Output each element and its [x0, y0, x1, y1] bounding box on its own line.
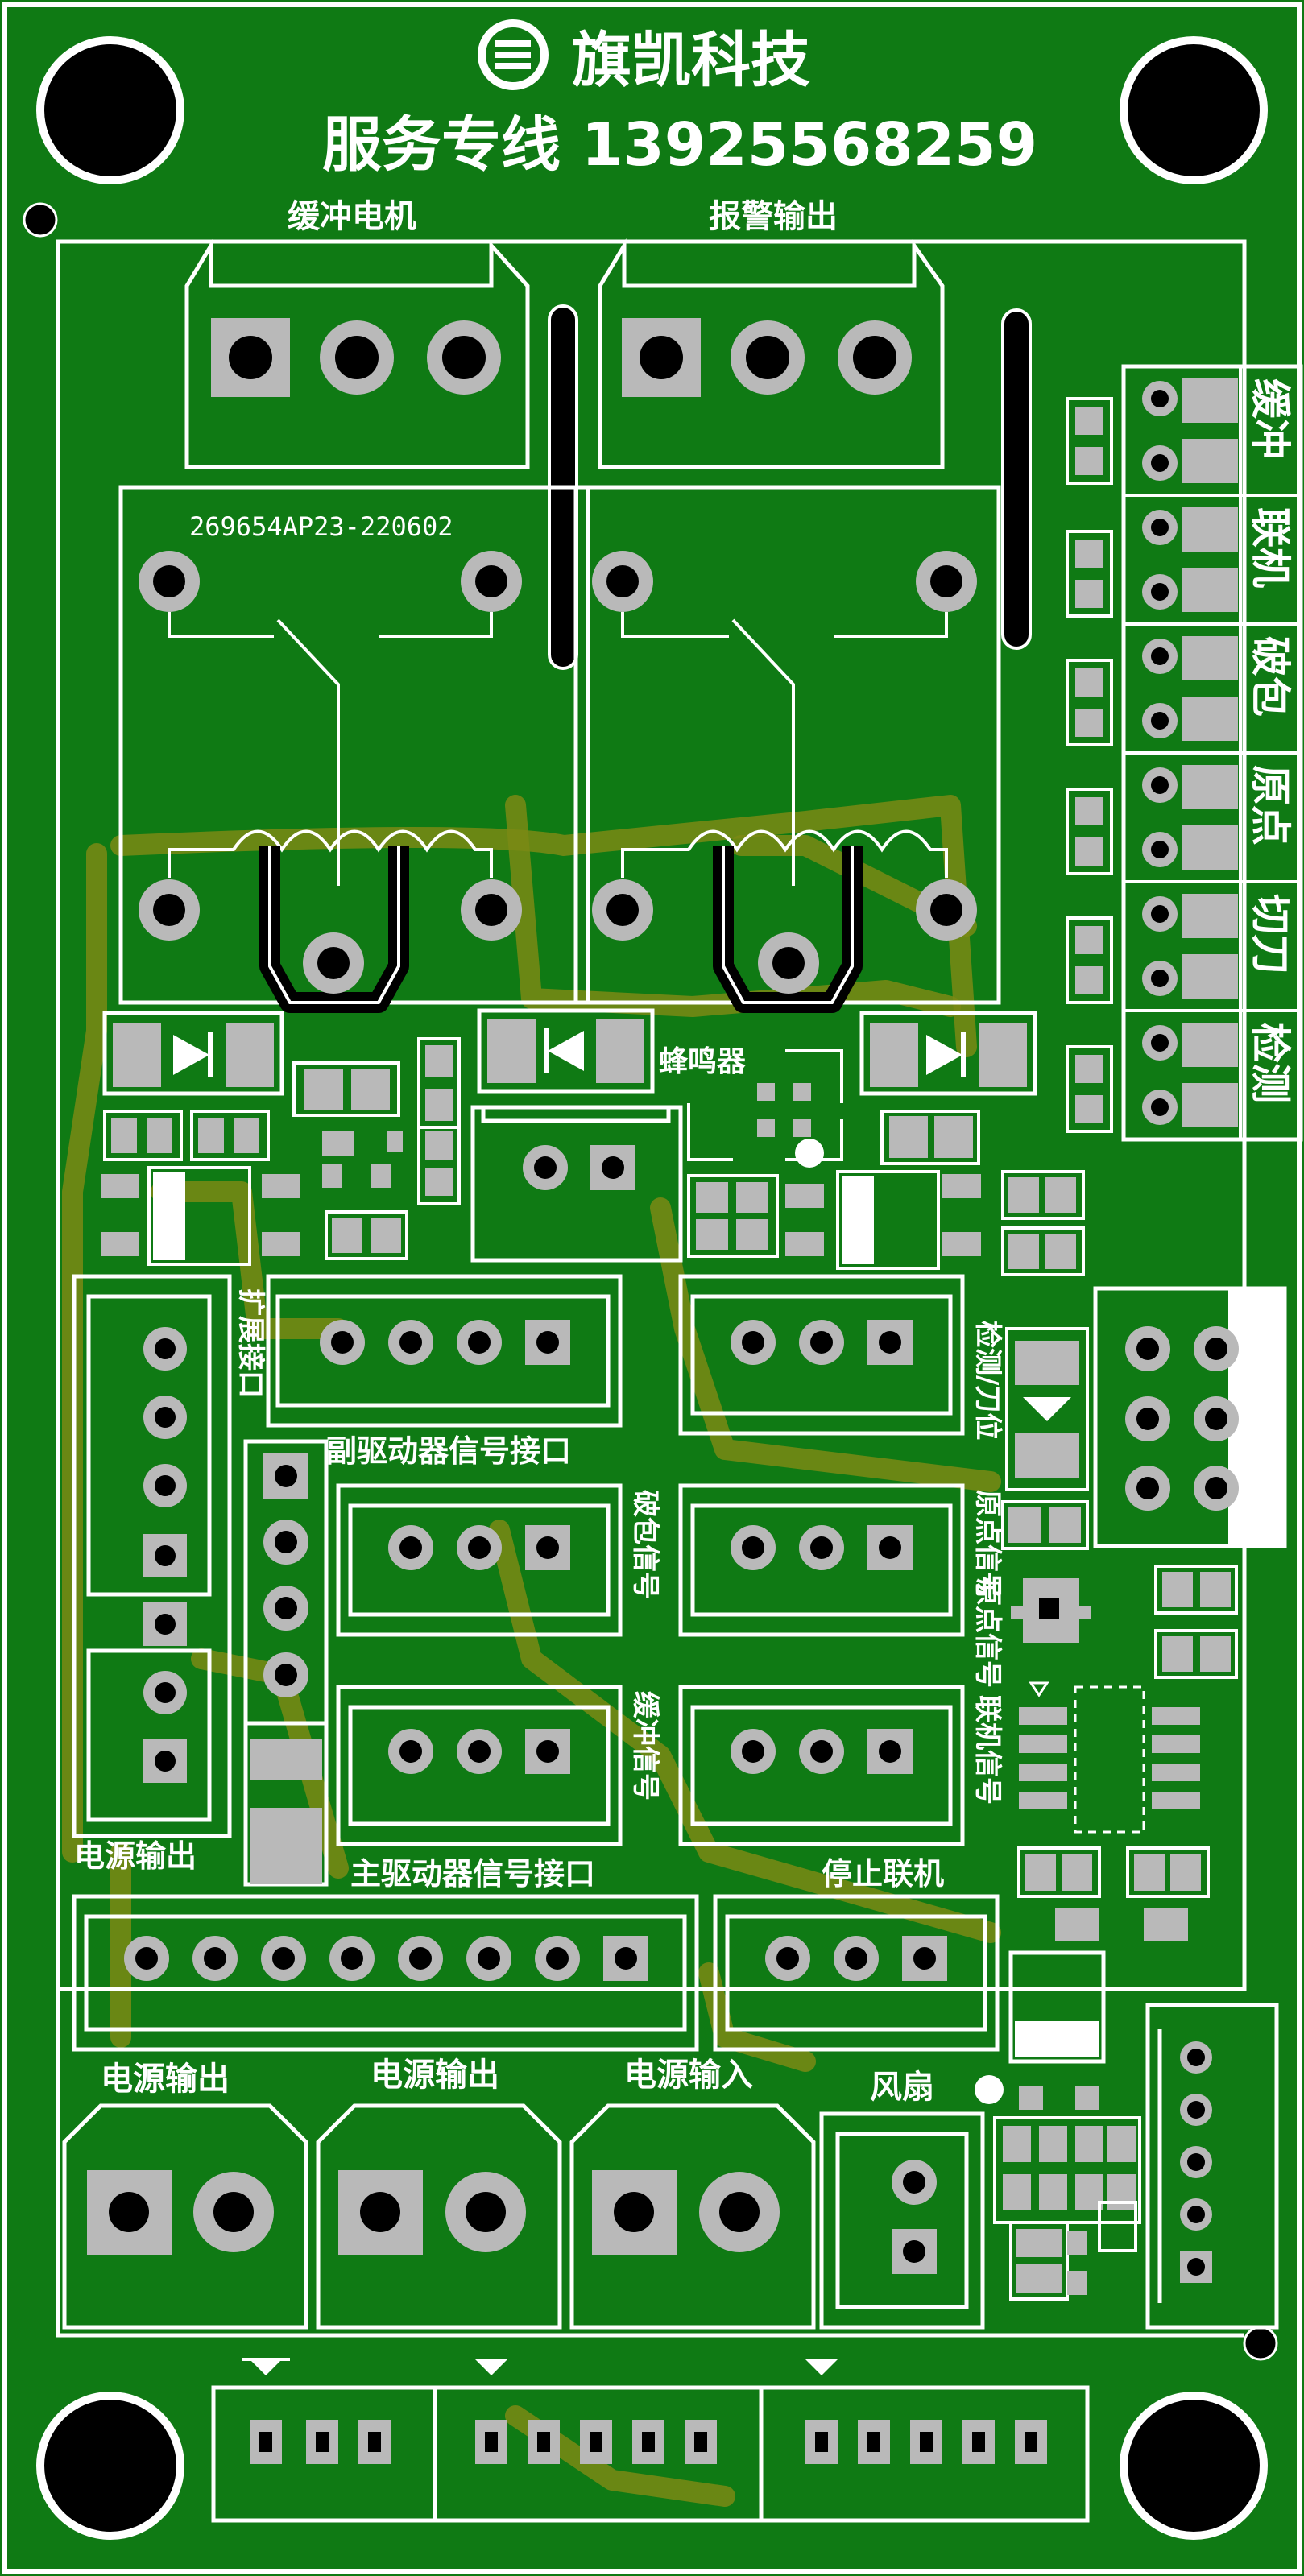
fiducial-tl: [23, 202, 58, 238]
relay-terminal-left: [184, 238, 530, 469]
stop-link-label: 停止联机: [822, 1856, 944, 1892]
broken-bag-signal-label: 破包信号: [629, 1490, 661, 1599]
header-3pin-origin: [678, 1483, 965, 1637]
side-connector-column: [1121, 364, 1303, 1142]
header-5pin-vertical-right: [1145, 2003, 1279, 2330]
smd-cluster-top-right: [687, 1110, 1085, 1276]
sub-driver-port-label: 副驱动器信号接口: [326, 1433, 571, 1469]
mount-hole-tr: [1128, 44, 1260, 176]
header-3pin-buffer: [336, 1685, 623, 1846]
company-name: 旗凯科技: [572, 26, 810, 95]
mount-hole-bl: [44, 2400, 176, 2532]
logo-icon: [478, 19, 549, 90]
isolation-slot-2: [1001, 308, 1032, 650]
buzzer-label: 蜂鸣器: [659, 1045, 747, 1078]
smd-cluster-lower-right: [975, 1846, 1210, 2301]
expansion-port: [72, 1274, 232, 1838]
mounting-holes: [23, 36, 1278, 2540]
relay-left-label: 缓冲电机: [288, 198, 416, 235]
side-label-link: 联机: [1247, 507, 1294, 588]
side-smd-resistors: [1066, 397, 1113, 1133]
buffer-signal-label: 缓冲信号: [629, 1691, 661, 1801]
main-driver-port-label: 主驱动器信号接口: [350, 1856, 595, 1892]
relay-terminal-right: [598, 238, 945, 469]
header-4pin-top: [266, 1274, 623, 1428]
header-3pin-broken-bag: [336, 1483, 623, 1637]
side-label-detect: 检测: [1247, 1023, 1294, 1103]
smd-cluster-middle-right: [1001, 1327, 1238, 1834]
power-output-left-label: 电源输出: [74, 1838, 197, 1874]
smd-cluster-top-left: [101, 1037, 461, 1266]
side-label-buffer: 缓冲: [1247, 378, 1294, 459]
diode-right: [859, 1011, 1037, 1096]
side-label-broken-bag: 破包: [1247, 636, 1294, 717]
fan-label: 风扇: [870, 2069, 934, 2106]
origin-signal-label-1: 原点信号: [971, 1490, 1004, 1599]
power-output-label-2: 电源输出: [371, 2057, 499, 2094]
silk-outline-main: [56, 239, 1247, 2338]
side-label-cutter: 切刀: [1247, 894, 1294, 974]
diode-middle: [477, 1008, 655, 1094]
origin-signal-label-2: 原点信号: [971, 1578, 1004, 1688]
header-3pin-stop: [713, 1894, 1000, 2052]
jst-connector-6pin-middle: [433, 2359, 764, 2523]
header-2pin-center: [470, 1105, 683, 1263]
relay-right: [573, 485, 1001, 1013]
relay-left: 269654AP23-220602: [118, 485, 590, 1013]
fan-connector: [819, 2111, 985, 2330]
header-vertical-5pin: [243, 1439, 329, 1726]
diode-left: [102, 1011, 284, 1096]
header-6pin-right: [1093, 1286, 1287, 1548]
large-capacitor-pads: [243, 1721, 329, 1887]
relay-part-number: 269654AP23-220602: [189, 511, 453, 542]
jst-connector-5pin-right: [759, 2359, 1090, 2523]
fiducial-br: [1243, 2326, 1278, 2361]
relay-right-label: 报警输出: [709, 198, 838, 235]
service-line: 服务专线 13925568259: [322, 110, 1037, 180]
power-terminal-output-1: [62, 2103, 308, 2330]
mount-hole-br: [1128, 2400, 1260, 2532]
power-terminal-input: [569, 2103, 816, 2330]
expansion-port-label: 扩展接口: [234, 1288, 267, 1398]
link-signal-label: 联机信号: [971, 1695, 1004, 1805]
power-input-label: 电源输入: [624, 2057, 753, 2094]
side-label-origin: 原点: [1247, 765, 1294, 846]
power-output-label-1: 电源输出: [101, 2061, 230, 2098]
side-connector-pads: [1142, 378, 1238, 1127]
mount-hole-tl: [44, 44, 176, 176]
header-3pin-link: [678, 1685, 965, 1846]
header-8pin-main: [72, 1894, 699, 2052]
detect-blade-label: 检测/刀位: [971, 1321, 1004, 1440]
buzzer: [687, 1049, 843, 1168]
side-connector-labels: 缓冲 联机 破包 原点 切刀 检测: [1247, 378, 1294, 1103]
header-3pin-top-right: [678, 1274, 965, 1436]
power-terminal-output-2: [316, 2103, 562, 2330]
